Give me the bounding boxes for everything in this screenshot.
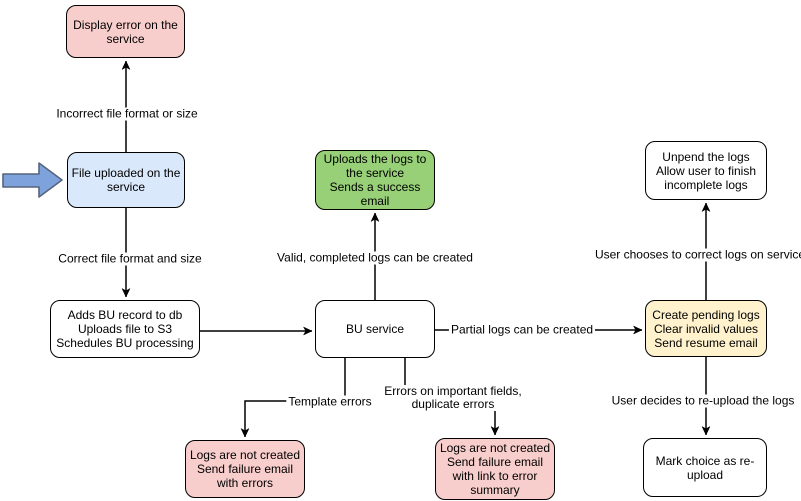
node-unpend-logs: Unpend the logs Allow user to finish inc… — [645, 141, 767, 200]
edge-label-incorrect-file: Incorrect file format or size — [54, 106, 200, 121]
edge-label-user-corrects: User chooses to correct logs on service — [592, 248, 801, 262]
edge-label-user-reuploads: User decides to re-upload the logs — [609, 393, 797, 408]
node-mark-choice-reupload: Mark choice as re- upload — [643, 438, 767, 497]
entry-arrow-icon — [2, 162, 63, 198]
node-logs-not-created-summary: Logs are not created Send failure email … — [435, 438, 555, 500]
edge-label-template-errors: Template errors — [286, 394, 374, 409]
node-uploads-logs-success: Uploads the logs to the service Sends a … — [315, 150, 435, 210]
edge-label-valid-logs: Valid, completed logs can be created — [275, 250, 475, 265]
node-bu-service: BU service — [315, 300, 435, 358]
node-logs-not-created-errors: Logs are not created Send failure email … — [185, 440, 305, 498]
edge-label-correct-file: Correct file format and size — [56, 251, 204, 266]
node-file-uploaded: File uploaded on the service — [67, 152, 185, 208]
edge-label-partial-logs: Partial logs can be created — [448, 322, 596, 337]
node-adds-bu-record: Adds BU record to db Uploads file to S3 … — [50, 300, 200, 358]
node-display-error: Display error on the service — [66, 5, 185, 58]
edge-label-important-fields: Errors on important fields, duplicate er… — [382, 384, 524, 411]
node-create-pending-logs: Create pending logs Clear invalid values… — [645, 300, 767, 357]
